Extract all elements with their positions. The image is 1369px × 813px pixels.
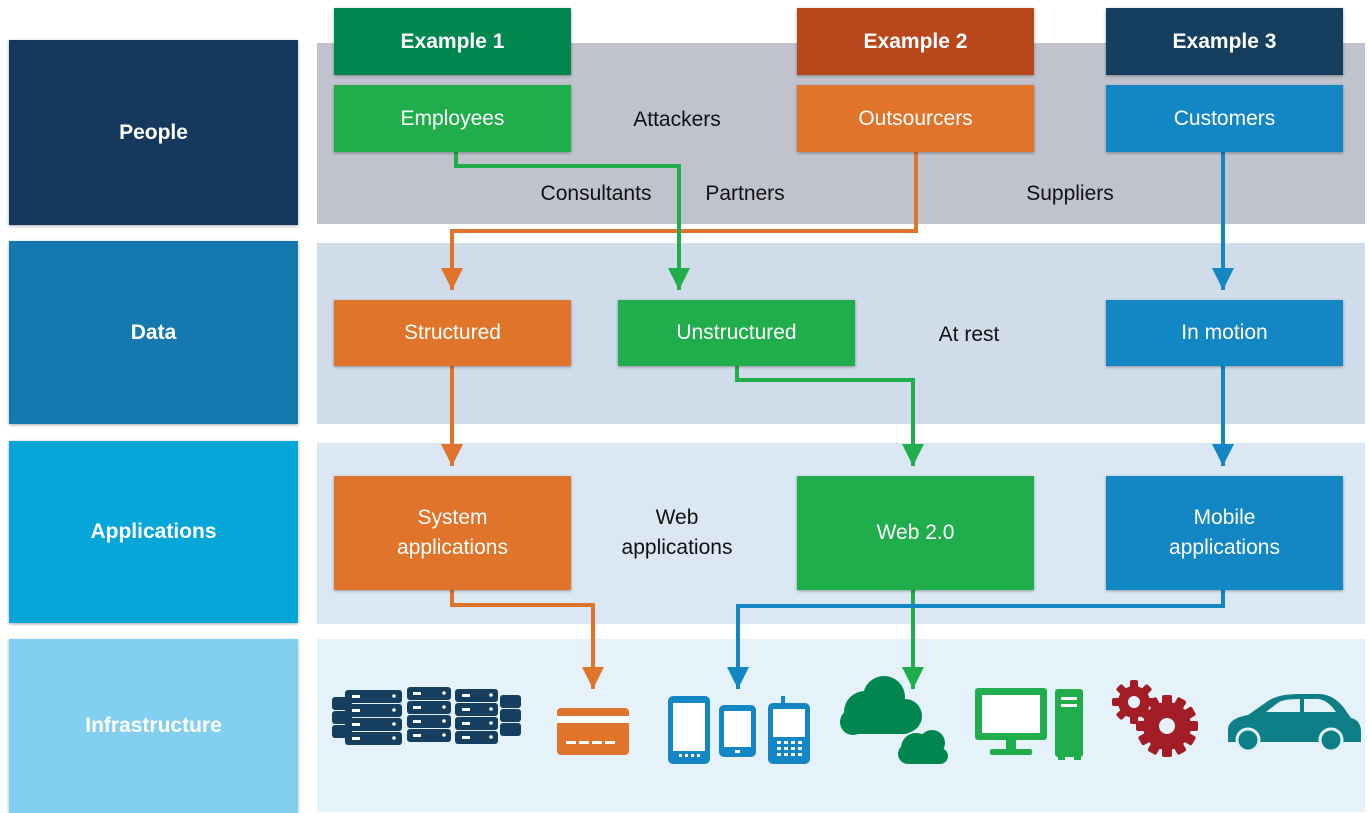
example-3-header: Example 3	[1106, 8, 1343, 75]
web-applications-line2: applications	[621, 536, 733, 559]
orange-connectors	[441, 152, 918, 689]
gears-icon	[1112, 680, 1198, 757]
web-applications-text: Web applications	[597, 503, 757, 563]
server-rack-icon	[332, 687, 521, 745]
structured-box: Structured	[334, 300, 571, 366]
employees-label: Employees	[400, 106, 505, 130]
row-label-infrastructure-text: Infrastructure	[85, 714, 222, 737]
in-motion-box: In motion	[1106, 300, 1343, 366]
arrow-system-apps-to-card	[450, 590, 604, 689]
web20-label: Web 2.0	[876, 521, 955, 544]
example-1-label: Example 1	[400, 29, 505, 53]
row-label-applications: Applications	[9, 441, 298, 623]
example-3-label: Example 3	[1172, 29, 1277, 53]
arrow-employees-to-unstructured	[454, 152, 690, 290]
customers-box: Customers	[1106, 85, 1343, 152]
outsourcers-label: Outsourcers	[858, 106, 973, 130]
mobile-applications-box: Mobile applications	[1106, 476, 1343, 590]
customers-label: Customers	[1173, 106, 1276, 130]
arrow-mobile-apps-to-devices	[727, 590, 1225, 689]
arrow-unstructured-to-web20	[735, 366, 924, 466]
suppliers-text: Suppliers	[1026, 182, 1114, 205]
mobile-applications-line2: applications	[1169, 536, 1280, 559]
desktop-computer-icon	[975, 688, 1083, 760]
arrow-outsourcers-to-structured	[441, 152, 918, 290]
row-label-people: People	[9, 40, 298, 225]
consultants-text: Consultants	[540, 182, 652, 205]
row-label-people-text: People	[119, 120, 188, 144]
car-icon	[1228, 694, 1361, 753]
system-applications-box: System applications	[334, 476, 571, 590]
example-1-header: Example 1	[334, 8, 571, 75]
system-applications-line1: System	[417, 506, 488, 529]
row-label-data-text: Data	[130, 320, 177, 344]
partners-text: Partners	[705, 182, 785, 205]
example-2-header: Example 2	[797, 8, 1034, 75]
web20-box: Web 2.0	[797, 476, 1034, 590]
row-label-applications-text: Applications	[90, 520, 217, 543]
cloud-icon	[840, 676, 948, 764]
blue-connectors	[727, 152, 1234, 689]
employees-box: Employees	[334, 85, 571, 152]
row-label-infrastructure: Infrastructure	[9, 639, 298, 813]
outsourcers-box: Outsourcers	[797, 85, 1034, 152]
attackers-text: Attackers	[633, 108, 721, 131]
web-applications-line1: Web	[655, 506, 699, 529]
credit-card-icon	[557, 708, 629, 755]
example-2-label: Example 2	[863, 29, 968, 53]
row-label-data: Data	[9, 241, 298, 424]
mobile-applications-line1: Mobile	[1193, 506, 1256, 529]
mobile-devices-icon	[668, 696, 810, 764]
in-motion-label: In motion	[1181, 321, 1268, 344]
unstructured-label: Unstructured	[676, 321, 797, 344]
at-rest-text: At rest	[938, 323, 1000, 346]
system-applications-line2: applications	[397, 536, 508, 559]
unstructured-box: Unstructured	[618, 300, 855, 366]
structured-label: Structured	[404, 321, 501, 344]
